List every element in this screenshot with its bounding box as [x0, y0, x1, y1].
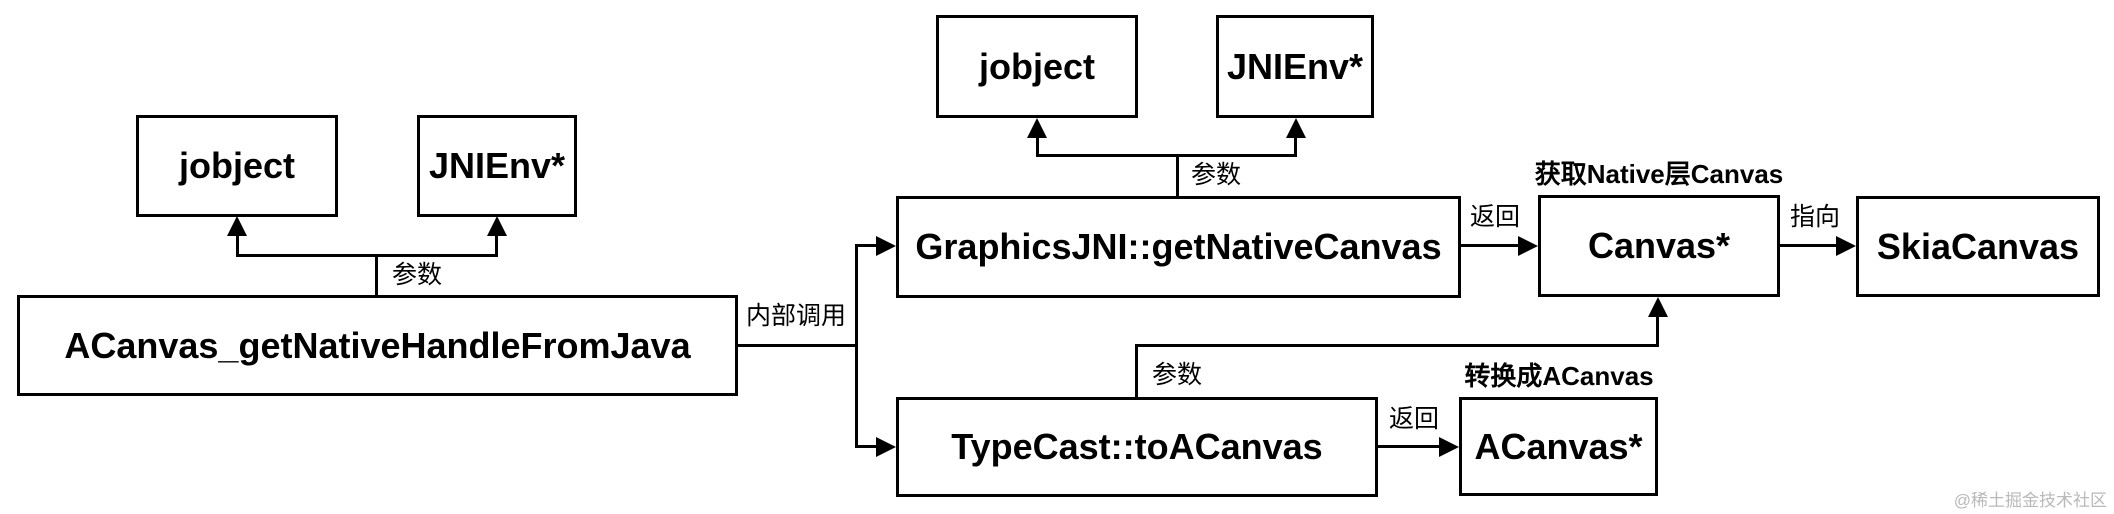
annotation-get-native-canvas: 获取Native层Canvas [1534, 159, 1784, 189]
arrowhead-right-icon [1518, 236, 1538, 256]
edge-label-params-left: 参数 [392, 261, 443, 289]
line-segment [495, 232, 498, 257]
line-segment [236, 232, 239, 257]
node-jobject-left: jobject [136, 115, 338, 217]
edge-label-return-top: 返回 [1470, 203, 1521, 231]
annotation-to-acanvas: 转换成ACanvas [1464, 361, 1654, 391]
edge-label-internal-call: 内部调用 [746, 302, 847, 330]
line-segment [1036, 134, 1039, 157]
edge-label-params-mid: 参数 [1152, 361, 1203, 389]
watermark-juejin: @稀土掘金技术社区 [1953, 491, 2107, 510]
line-segment [855, 445, 876, 448]
line-segment [1176, 157, 1179, 196]
edge-label-return-bottom: 返回 [1389, 405, 1440, 433]
line-segment [236, 254, 498, 257]
line-segment [375, 257, 378, 295]
node-jobject-top: jobject [936, 15, 1138, 118]
line-segment [738, 344, 858, 347]
node-graphicsjni-getnativecanvas: GraphicsJNI::getNativeCanvas [896, 196, 1461, 298]
line-segment [1294, 134, 1297, 157]
node-acanvas-pointer: ACanvas* [1459, 397, 1658, 496]
node-acanvas-getnativehandlefromjava: ACanvas_getNativeHandleFromJava [17, 295, 738, 396]
edge-label-params-top: 参数 [1191, 161, 1242, 189]
arrowhead-up-icon [487, 216, 507, 236]
line-segment [1135, 344, 1659, 347]
node-canvas-pointer: Canvas* [1538, 195, 1780, 297]
line-segment [1656, 314, 1659, 347]
edge-label-points-to: 指向 [1790, 203, 1841, 231]
arrowhead-up-icon [1027, 118, 1047, 138]
arrowhead-right-icon [1836, 236, 1856, 256]
line-segment [1461, 244, 1518, 247]
line-segment [1036, 154, 1297, 157]
node-skiacanvas: SkiaCanvas [1856, 196, 2100, 297]
line-segment [855, 244, 858, 448]
line-segment [855, 244, 876, 247]
arrowhead-right-icon [876, 437, 896, 457]
line-segment [1780, 244, 1836, 247]
arrowhead-up-icon [1286, 118, 1306, 138]
arrowhead-right-icon [1439, 437, 1459, 457]
node-typecast-toacanvas: TypeCast::toACanvas [896, 397, 1378, 497]
arrowhead-up-icon [1648, 297, 1668, 317]
line-segment [1135, 346, 1138, 397]
line-segment [1378, 445, 1439, 448]
arrowhead-up-icon [227, 216, 247, 236]
node-jnienv-left: JNIEnv* [417, 115, 577, 217]
arrowhead-right-icon [876, 236, 896, 256]
node-jnienv-top: JNIEnv* [1216, 15, 1374, 118]
